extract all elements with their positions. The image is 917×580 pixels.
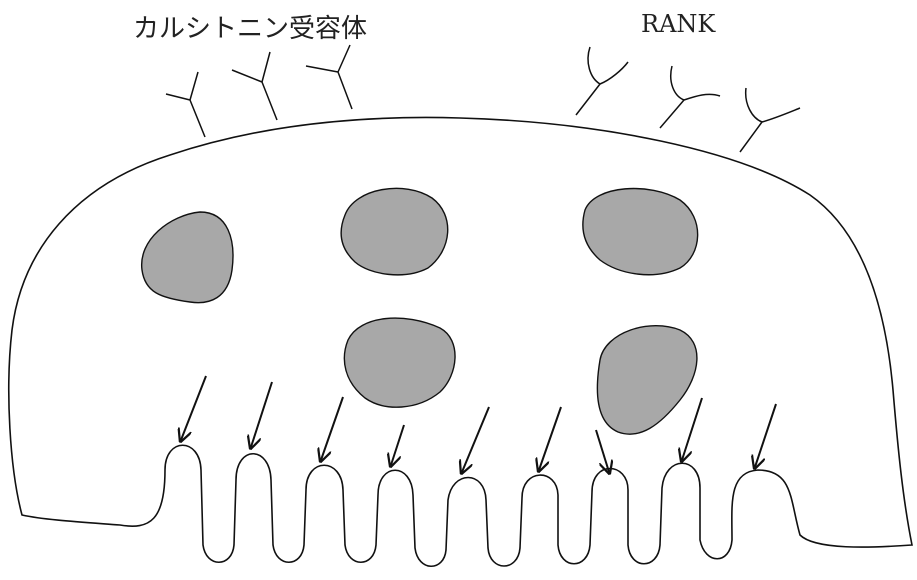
- arrow: [462, 406, 490, 472]
- arrow: [321, 396, 344, 460]
- rank-receptor: [659, 65, 721, 129]
- rank-receptor: [575, 46, 629, 116]
- nucleus: [582, 187, 699, 276]
- calcitonin-receptor: [165, 71, 206, 138]
- arrow: [539, 406, 562, 470]
- arrow: [251, 381, 273, 447]
- arrow: [181, 375, 207, 440]
- calcitonin-receptor: [231, 51, 278, 121]
- arrow: [682, 397, 703, 460]
- nucleus: [141, 211, 234, 304]
- arrow: [391, 424, 405, 465]
- calcitonin-receptor-label: カルシトニン受容体: [133, 14, 368, 44]
- nucleus: [343, 317, 456, 408]
- nucleus: [596, 325, 698, 435]
- arrow: [595, 429, 609, 472]
- rank-label: RANK: [641, 10, 716, 38]
- rank-receptor: [739, 87, 801, 153]
- calcitonin-receptor: [305, 44, 353, 110]
- cell-membrane: [8, 116, 913, 567]
- nucleus: [340, 187, 449, 276]
- arrow: [755, 403, 777, 467]
